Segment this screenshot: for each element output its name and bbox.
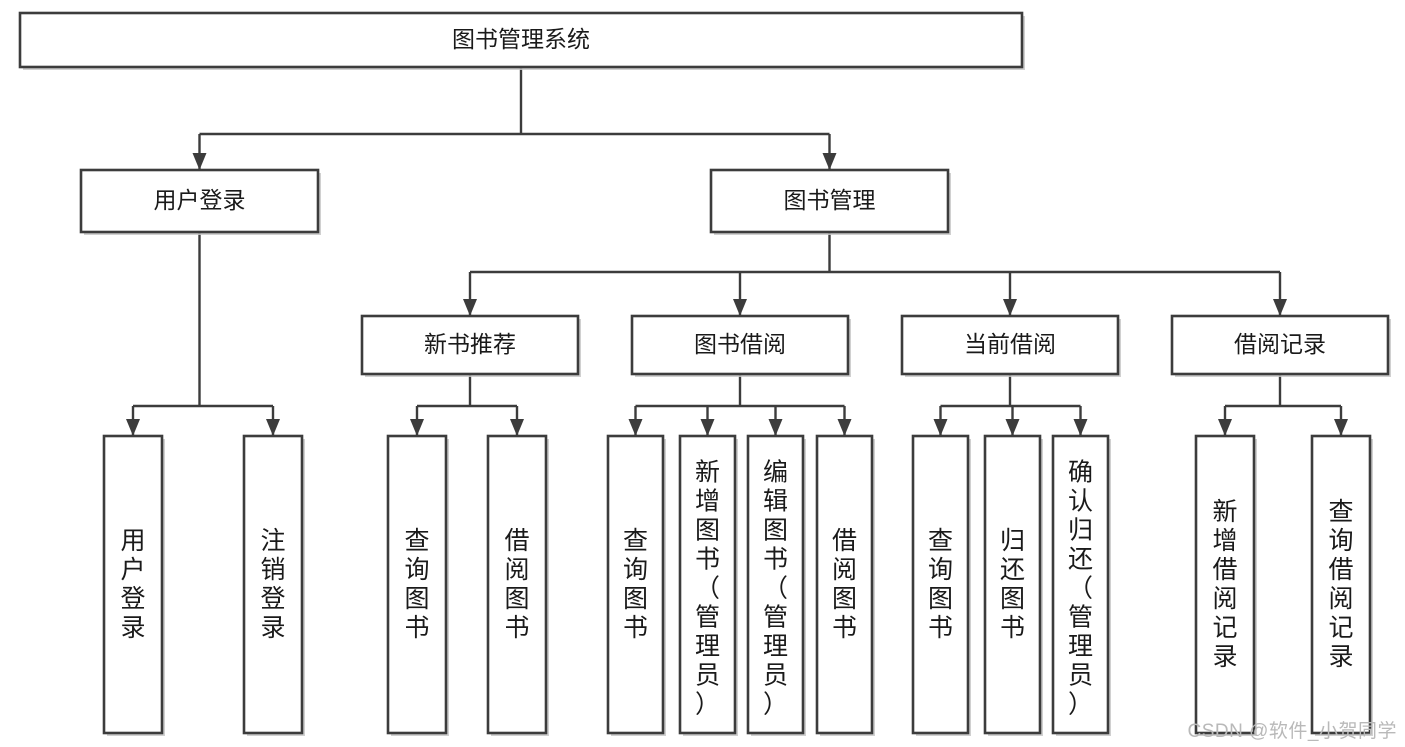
arrow-head-icon [1218, 419, 1232, 436]
node-rect[interactable] [360, 314, 580, 376]
node-leaf-leaf-borrow-book-recommend[interactable]: 借阅图书 [486, 434, 549, 736]
node-label: 用户登录 [154, 187, 246, 213]
node-rect[interactable] [1194, 434, 1256, 735]
node-label: 用户登录 [120, 527, 145, 642]
node-label: 新增借阅记录 [1212, 498, 1237, 671]
node-label: 借阅图书 [832, 527, 857, 642]
node-leaf-leaf-user-login[interactable]: 用户登录 [102, 434, 165, 736]
node-leaf-leaf-return-book[interactable]: 归还图书 [983, 434, 1043, 736]
node-rect[interactable] [630, 314, 850, 376]
connector-group [192, 67, 837, 170]
node-level2-user-login[interactable]: 用户登录 [79, 168, 321, 235]
arrow-head-icon [1003, 299, 1017, 316]
node-label: 新书推荐 [424, 331, 516, 357]
node-rect[interactable] [606, 434, 665, 735]
node-label: 图书管理 [784, 187, 876, 213]
node-level3-current-borrow[interactable]: 当前借阅 [900, 314, 1121, 377]
node-rect[interactable] [911, 434, 970, 735]
connector-group [410, 374, 524, 436]
connector-layer [126, 67, 1348, 436]
node-leaf-leaf-borrow-book[interactable]: 借阅图书 [815, 434, 875, 736]
node-label: 编辑图书（管理员） [763, 459, 788, 719]
arrow-head-icon [1005, 419, 1020, 436]
node-label: 确认归还（管理员） [1068, 459, 1093, 719]
node-level3-borrow-record[interactable]: 借阅记录 [1170, 314, 1391, 377]
node-rect[interactable] [386, 434, 448, 735]
arrow-head-icon [126, 419, 140, 436]
node-leaf-leaf-query-borrow-record[interactable]: 查询借阅记录 [1310, 434, 1373, 736]
node-rect[interactable] [79, 168, 320, 234]
node-leaf-leaf-confirm-return-admin[interactable]: 确认归还（管理员） [1051, 434, 1111, 736]
node-rect[interactable] [242, 434, 304, 735]
node-rect[interactable] [18, 11, 1024, 69]
arrow-head-icon [822, 153, 837, 170]
connector-group [933, 374, 1088, 436]
node-leaf-leaf-query-book-borrow[interactable]: 查询图书 [606, 434, 666, 736]
node-label: 查询图书 [623, 527, 648, 642]
arrow-head-icon [1273, 299, 1287, 316]
connector-group [628, 374, 852, 436]
connector-group [1218, 374, 1348, 436]
arrow-head-icon [733, 299, 747, 316]
connector-group [126, 232, 280, 436]
arrow-head-icon [410, 419, 424, 436]
node-leaf-leaf-edit-book-admin[interactable]: 编辑图书（管理员） [746, 434, 806, 736]
arrow-head-icon [192, 153, 207, 170]
node-rect[interactable] [1170, 314, 1390, 376]
node-label: 借阅记录 [1234, 331, 1326, 357]
node-label: 注销登录 [260, 527, 285, 642]
csdn-watermark: CSDN @软件_小贺同学 [1187, 721, 1397, 742]
node-rect[interactable] [486, 434, 548, 735]
arrow-head-icon [463, 299, 477, 316]
arrow-head-icon [700, 419, 715, 436]
node-label: 当前借阅 [964, 331, 1056, 357]
arrow-head-icon [768, 419, 783, 436]
node-level2-book-management[interactable]: 图书管理 [709, 168, 951, 235]
arrow-head-icon [1073, 419, 1088, 436]
node-rect[interactable] [900, 314, 1120, 376]
arrow-head-icon [510, 419, 524, 436]
node-rect[interactable] [983, 434, 1042, 735]
arrow-head-icon [266, 419, 280, 436]
node-level3-new-book-recommend[interactable]: 新书推荐 [360, 314, 581, 377]
node-label: 归还图书 [1000, 527, 1025, 642]
node-leaf-leaf-add-book-admin[interactable]: 新增图书（管理员） [678, 434, 738, 736]
node-layer: 图书管理系统用户登录图书管理新书推荐图书借阅当前借阅借阅记录用户登录注销登录查询… [18, 11, 1391, 736]
connector-group [463, 232, 1287, 316]
node-leaf-leaf-user-logout[interactable]: 注销登录 [242, 434, 305, 736]
node-label: 查询图书 [928, 527, 953, 642]
node-label: 新增图书（管理员） [695, 459, 720, 719]
node-leaf-leaf-add-borrow-record[interactable]: 新增借阅记录 [1194, 434, 1257, 736]
arrow-head-icon [933, 419, 948, 436]
node-rect[interactable] [746, 434, 805, 735]
node-rect[interactable] [815, 434, 874, 735]
arrow-head-icon [628, 419, 643, 436]
node-rect[interactable] [1051, 434, 1110, 735]
node-rect[interactable] [1310, 434, 1372, 735]
node-rect[interactable] [102, 434, 164, 735]
node-label: 图书管理系统 [452, 26, 590, 52]
node-rect[interactable] [709, 168, 950, 234]
node-leaf-leaf-query-book-recommend[interactable]: 查询图书 [386, 434, 449, 736]
node-label: 借阅图书 [504, 527, 529, 642]
node-rect[interactable] [678, 434, 737, 735]
arrow-head-icon [1334, 419, 1348, 436]
node-label: 查询借阅记录 [1328, 498, 1353, 671]
node-root-root[interactable]: 图书管理系统 [18, 11, 1025, 70]
node-level3-book-borrow[interactable]: 图书借阅 [630, 314, 851, 377]
node-label: 查询图书 [404, 527, 429, 642]
node-label: 图书借阅 [694, 331, 786, 357]
arrow-head-icon [837, 419, 852, 436]
node-leaf-leaf-query-book-current[interactable]: 查询图书 [911, 434, 971, 736]
